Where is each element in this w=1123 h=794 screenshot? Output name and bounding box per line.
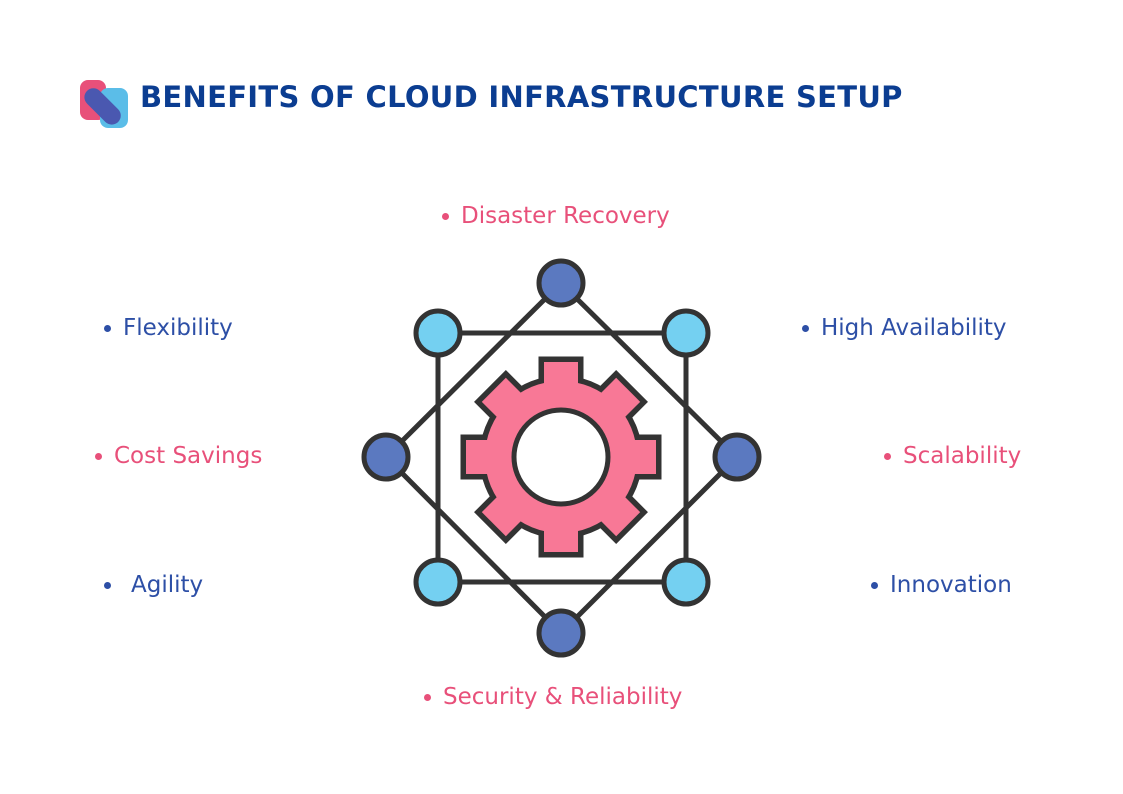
page-title: BENEFITS OF CLOUD INFRASTRUCTURE SETUP xyxy=(140,80,903,114)
benefit-scalability: Scalability xyxy=(884,443,1021,469)
connector-line xyxy=(559,281,739,459)
benefit-label: Disaster Recovery xyxy=(461,203,670,229)
benefit-label: Flexibility xyxy=(123,315,233,341)
bullet-icon xyxy=(442,212,449,220)
benefit-disaster-recovery: Disaster Recovery xyxy=(442,203,670,229)
connector-line xyxy=(559,455,739,635)
gear-tooth xyxy=(587,377,641,431)
benefit-label: Innovation xyxy=(890,572,1012,598)
benefit-flexibility: Flexibility xyxy=(104,315,233,341)
bullet-icon xyxy=(884,452,891,460)
benefit-agility: Agility xyxy=(104,572,203,598)
bullet-icon xyxy=(871,581,878,589)
gear-hole xyxy=(511,407,611,507)
benefit-label: Security & Reliability xyxy=(443,684,683,710)
benefit-high-availability: High Availability xyxy=(802,315,1007,341)
bullet-icon xyxy=(95,452,102,460)
gear-tooth xyxy=(481,483,535,537)
gear-tooth xyxy=(544,512,578,552)
connector-line xyxy=(384,455,563,635)
benefit-label: Scalability xyxy=(903,443,1022,469)
benefit-label: Cost Savings xyxy=(114,443,263,469)
bullet-icon xyxy=(104,581,111,589)
node-bottom xyxy=(536,608,586,658)
benefit-label: High Availability xyxy=(821,315,1007,341)
connector-line xyxy=(384,281,563,459)
gear-tooth xyxy=(616,440,656,474)
node-bottom-left xyxy=(413,557,463,607)
gear-tooth xyxy=(544,362,578,402)
benefit-security-reliability: Security & Reliability xyxy=(424,684,682,710)
node-left xyxy=(361,432,411,482)
benefit-innovation: Innovation xyxy=(871,572,1012,598)
brand-logo xyxy=(80,80,128,128)
benefit-cost-savings: Cost Savings xyxy=(95,443,262,469)
bullet-icon xyxy=(424,693,431,701)
bullet-icon xyxy=(802,324,809,332)
gear-tooth xyxy=(481,377,535,431)
bullet-icon xyxy=(104,324,111,332)
gear-tooth xyxy=(466,440,506,474)
node-right xyxy=(712,432,762,482)
benefit-label: Agility xyxy=(131,572,204,598)
gear-tooth xyxy=(587,483,641,537)
node-top xyxy=(536,258,586,308)
node-bottom-right xyxy=(661,557,711,607)
node-top-right xyxy=(661,308,711,358)
node-top-left xyxy=(413,308,463,358)
